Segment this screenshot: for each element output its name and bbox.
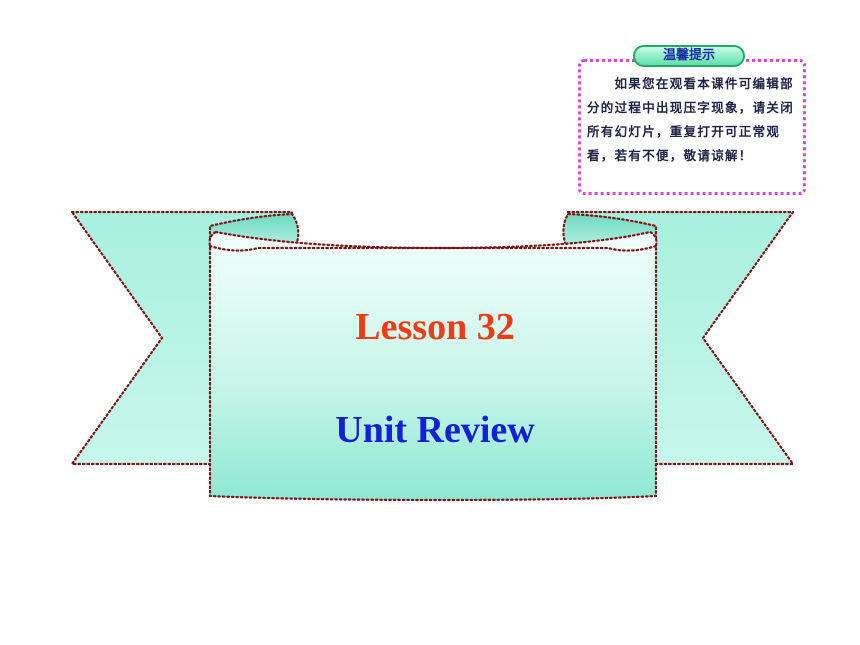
- unit-subtitle: Unit Review: [335, 409, 535, 451]
- notice-box: 如果您在观看本课件可编辑部分的过程中出现压字现象，请关闭所有幻灯片，重复打开可正…: [578, 59, 806, 195]
- ribbon-center-panel: [208, 230, 658, 502]
- lesson-title: Lesson 32: [355, 306, 515, 348]
- notice-body-text: 如果您在观看本课件可编辑部分的过程中出现压字现象，请关闭所有幻灯片，重复打开可正…: [587, 76, 795, 163]
- ribbon-top-curl: [208, 244, 658, 252]
- notice-tab-label: 温馨提示: [633, 45, 745, 67]
